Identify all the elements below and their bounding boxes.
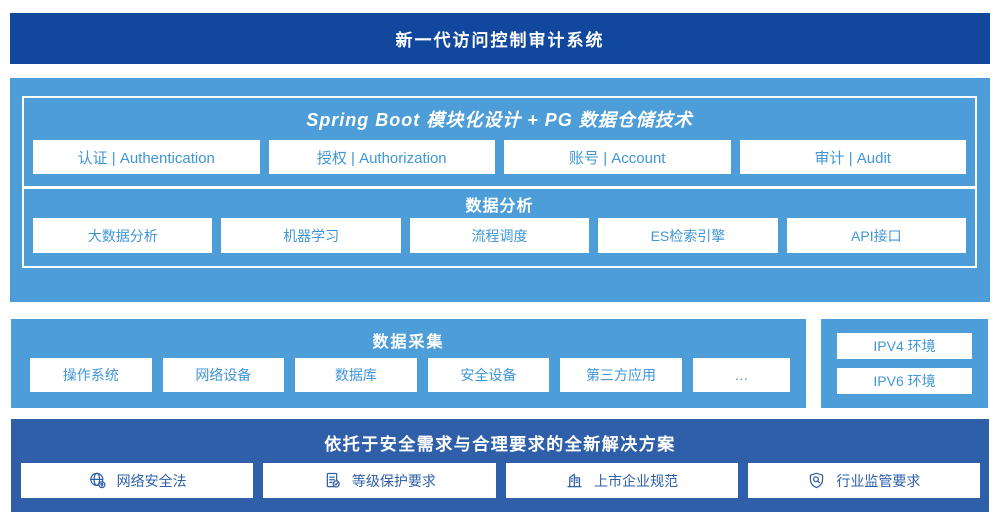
section-data-analysis-title: 数据分析: [465, 197, 534, 215]
requirement-classified-protection: 等级保护要求: [263, 463, 496, 498]
module-es-search-engine: ES检索引擎: [598, 218, 778, 253]
source-operating-system: 操作系统: [30, 358, 152, 392]
requirement-industry-regulation: 行业监管要求: [747, 463, 980, 498]
env-ipv6: IPV6 环境: [837, 368, 972, 394]
document-check-icon: [323, 471, 342, 490]
section-solution: 依托于安全需求与合理要求的全新解决方案 网络安全法: [11, 419, 989, 512]
module-account: 账号 | Account: [504, 140, 731, 174]
section-ip-environment: IPV4 环境 IPV6 环境: [821, 319, 988, 408]
module-machine-learning: 机器学习: [221, 218, 401, 253]
solution-row: 网络安全法 等级保护要求: [21, 463, 980, 498]
data-collection-row: 操作系统 网络设备 数据库 安全设备 第三方应用 …: [30, 358, 790, 392]
source-security-device: 安全设备: [427, 358, 550, 392]
module-authorization: 授权 | Authorization: [268, 140, 495, 174]
globe-pin-icon: [88, 471, 107, 490]
module-authentication: 认证 | Authentication: [33, 140, 260, 174]
source-database: 数据库: [295, 358, 417, 392]
platform-container: Spring Boot 模块化设计 + PG 数据仓储技术 认证 | Authe…: [10, 78, 990, 302]
section-data-collection-title: 数据采集: [372, 333, 445, 351]
module-workflow-scheduling: 流程调度: [409, 218, 590, 253]
source-more-ellipsis: …: [692, 358, 790, 392]
data-analysis-row: 大数据分析 机器学习 流程调度 ES检索引擎 API接口: [33, 218, 967, 253]
env-ipv4: IPV4 环境: [837, 333, 972, 359]
module-audit: 审计 | Audit: [739, 140, 966, 174]
section-solution-title: 依托于安全需求与合理要求的全新解决方案: [324, 434, 676, 454]
requirement-cybersecurity-law: 网络安全法: [21, 463, 254, 498]
module-bigdata-analysis: 大数据分析: [33, 218, 213, 253]
requirement-label: 上市企业规范: [594, 472, 679, 489]
springboot-module-row: 认证 | Authentication 授权 | Authorization 账…: [33, 140, 966, 174]
section-springboot-title: Spring Boot 模块化设计 + PG 数据仓储技术: [306, 110, 693, 130]
page-title: 新一代访问控制审计系统: [395, 31, 605, 50]
section-data-analysis: 数据分析 大数据分析 机器学习 流程调度 ES检索引擎 API接口: [22, 187, 977, 268]
source-third-party-app: 第三方应用: [560, 358, 682, 392]
requirement-label: 网络安全法: [116, 472, 187, 489]
source-network-device: 网络设备: [162, 358, 285, 392]
section-springboot: Spring Boot 模块化设计 + PG 数据仓储技术 认证 | Authe…: [22, 96, 977, 188]
building-icon: [565, 471, 584, 490]
requirement-label: 行业监管要求: [836, 472, 921, 489]
requirement-listed-company: 上市企业规范: [505, 463, 738, 498]
shield-search-icon: [807, 471, 826, 490]
module-api-interface: API接口: [786, 218, 967, 253]
section-data-collection: 数据采集 操作系统 网络设备 数据库 安全设备 第三方应用 …: [11, 319, 806, 408]
header-banner: 新一代访问控制审计系统: [10, 13, 990, 64]
requirement-label: 等级保护要求: [351, 472, 436, 489]
